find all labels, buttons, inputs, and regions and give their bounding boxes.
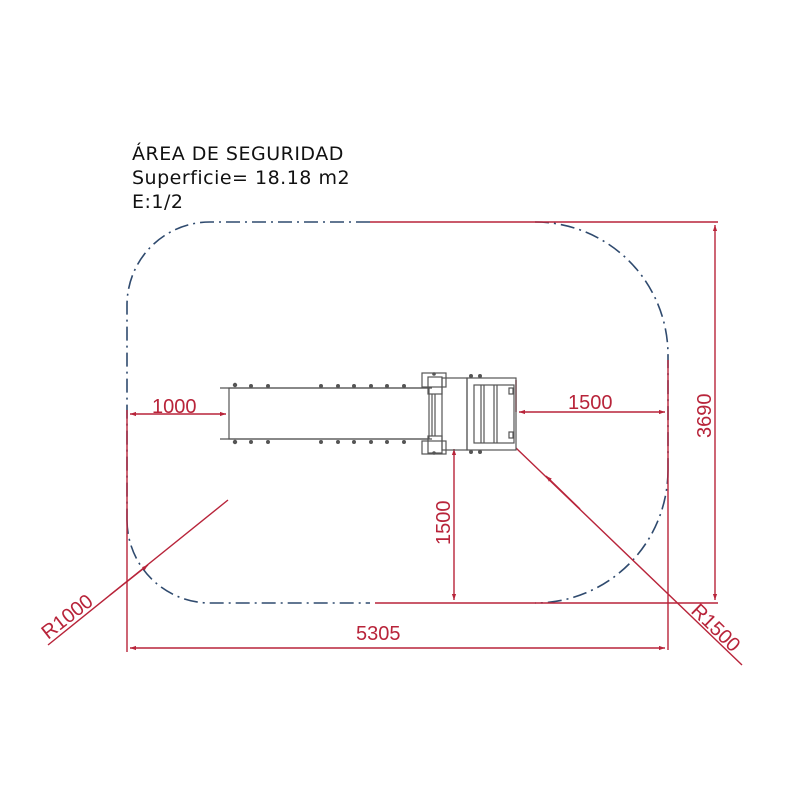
scale-label: E:1/2	[132, 191, 184, 213]
title-block: ÁREA DE SEGURIDAD Superficie= 18.18 m2 E…	[132, 142, 350, 214]
dim-total-height: 3690	[694, 394, 716, 439]
dim-radius-left: R1000	[38, 590, 98, 644]
dim-total-width: 5305	[356, 623, 401, 645]
area-title: ÁREA DE SEGURIDAD	[132, 143, 344, 165]
dimension-lines	[47, 221, 743, 666]
dim-left-clearance: 1000	[152, 396, 197, 418]
surface-label: Superficie= 18.18 m2	[132, 167, 351, 189]
dim-bottom-clearance: 1500	[433, 501, 455, 546]
safety-outline	[126, 221, 669, 604]
dim-radius-right: R1500	[687, 600, 745, 657]
dim-right-clearance: 1500	[568, 392, 613, 414]
equipment-plan	[220, 372, 517, 455]
